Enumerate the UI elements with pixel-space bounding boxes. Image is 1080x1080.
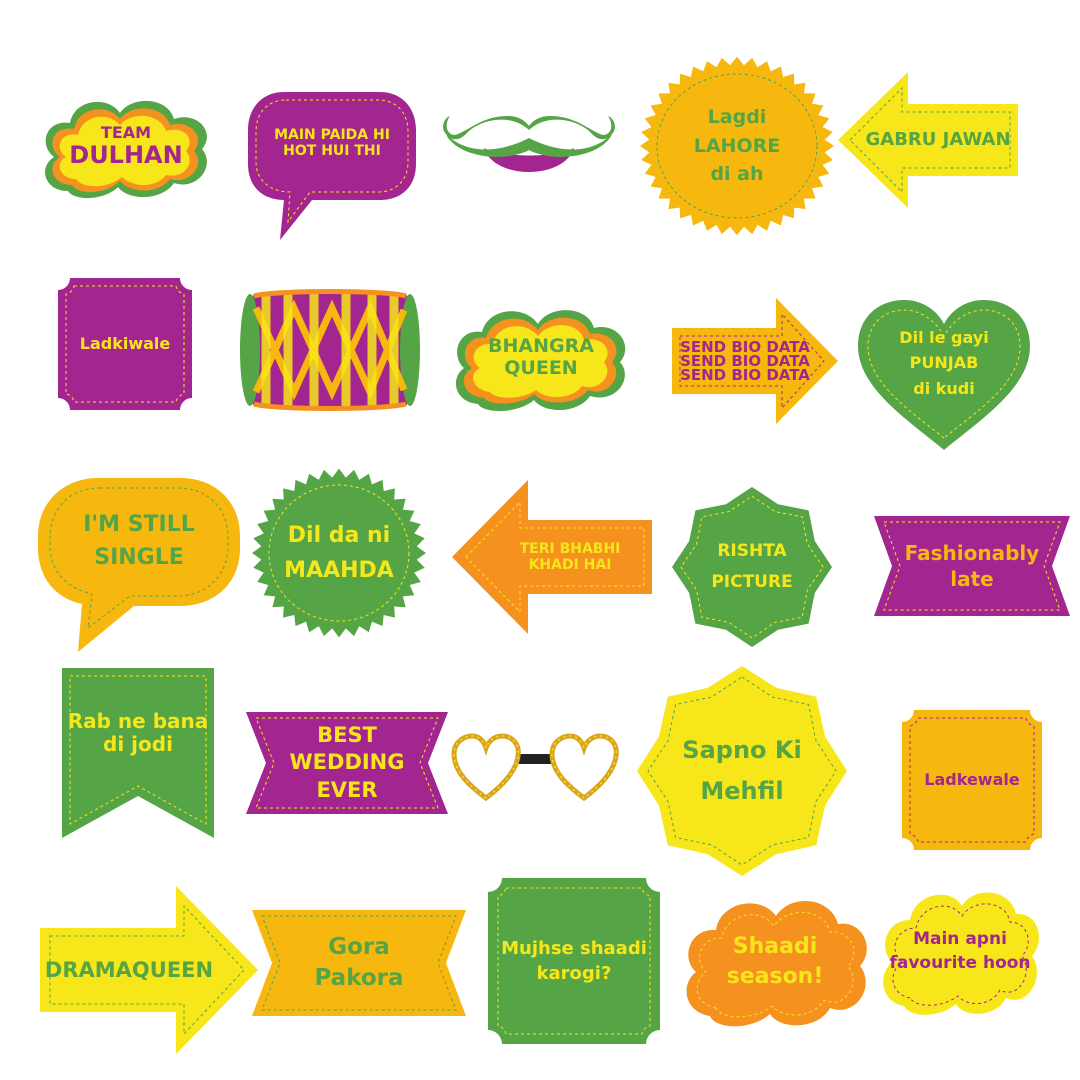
prop-line: Mehfil	[700, 777, 784, 805]
prop-line: SEND BIO DATA	[680, 366, 810, 385]
fashionably-late-banner: Fashionably late	[874, 516, 1070, 616]
best-wedding-ever-banner: BEST WEDDING EVER	[246, 712, 448, 814]
prop-line: GABRU JAWAN	[865, 128, 1011, 150]
prop-line: BHANGRA	[488, 335, 594, 358]
prop-line: DULHAN	[69, 141, 183, 170]
prop-line: DRAMAQUEEN	[44, 957, 214, 982]
dil-da-ni-maahda-starburst: Dil da ni MAAHDA	[252, 468, 426, 638]
prop-line: SEND BIO DATA	[680, 337, 810, 356]
prop-line: WEDDING	[289, 750, 405, 775]
prop-line: TEAM	[100, 123, 152, 142]
prop-line: Shaadi	[732, 934, 818, 960]
gabru-jawan-arrow-left: GABRU JAWAN	[838, 72, 1020, 208]
prop-line: Rab ne bana	[67, 709, 209, 733]
prop-line: season!	[726, 964, 824, 989]
prop-line: Dil le gayi	[899, 327, 989, 347]
prop-line: HOT HUI THI	[283, 143, 381, 159]
prop-line: Fashionably	[904, 541, 1040, 565]
send-bio-data-arrow: SEND BIO DATA SEND BIO DATA SEND BIO DAT…	[672, 298, 838, 424]
mujhse-shaadi-ticket: Mujhse shaadi karogi?	[488, 878, 660, 1044]
prop-line: Dil da ni	[287, 522, 391, 548]
prop-line: TERI BHABHI	[519, 540, 621, 557]
prop-line: I'M STILL	[83, 512, 195, 537]
prop-line: SINGLE	[94, 545, 184, 570]
prop-line: LAHORE	[693, 134, 781, 157]
prop-line: Mujhse shaadi	[501, 937, 647, 959]
prop-line: Ladkewale	[924, 769, 1020, 789]
prop-line: MAIN PAIDA HI	[274, 126, 390, 143]
prop-line: Lagdi	[707, 106, 767, 129]
ladkewale-ticket: Ladkewale	[902, 710, 1042, 850]
prop-line: Gora	[328, 933, 390, 960]
gora-pakora-banner: Gora Pakora	[252, 910, 466, 1016]
main-apni-favourite-cloud: Main apni favourite hoon	[878, 884, 1042, 1020]
sapno-ki-mehfil-octagon: Sapno Ki Mehfil	[637, 666, 847, 876]
prop-line: late	[950, 567, 994, 591]
prop-line: SEND BIO DATA	[680, 351, 810, 370]
prop-line: di jodi	[103, 732, 173, 756]
prop-line: QUEEN	[504, 357, 578, 379]
bhangra-queen-cloud: BHANGRA QUEEN	[450, 302, 632, 414]
shaadi-season-cloud: Shaadi season!	[680, 894, 870, 1030]
main-paida-speech-bubble: MAIN PAIDA HI HOT HUI THI	[244, 88, 420, 240]
prop-line: KHADI HAI	[528, 557, 612, 573]
prop-line: BEST	[317, 723, 377, 748]
prop-line: MAAHDA	[284, 558, 394, 583]
dramaqueen-arrow: DRAMAQUEEN	[40, 886, 258, 1054]
ladkiwale-ticket: Ladkiwale	[58, 278, 192, 410]
prop-line: PUNJAB	[909, 353, 979, 373]
prop-line: Main apni	[913, 929, 1007, 950]
lagdi-lahore-starburst: Lagdi LAHORE di ah	[640, 56, 834, 236]
prop-line: Ladkiwale	[79, 333, 171, 353]
teri-bhabhi-arrow-left: TERI BHABHI KHADI HAI	[452, 480, 652, 634]
prop-line: di ah	[710, 163, 764, 186]
prop-line: di kudi	[913, 378, 975, 398]
prop-line: favourite hoon	[889, 953, 1031, 973]
prop-line: Sapno Ki	[682, 736, 802, 765]
prop-line: RISHTA	[717, 541, 787, 562]
dil-le-gayi-heart: Dil le gayi PUNJAB di kudi	[858, 300, 1030, 450]
prop-line: PICTURE	[711, 572, 793, 592]
im-still-single-bubble: I'M STILL SINGLE	[38, 476, 240, 652]
prop-line: EVER	[316, 777, 378, 802]
dhol-drum-icon	[236, 288, 424, 412]
mustache-lips-icon	[438, 108, 620, 186]
team-dulhan-prop: TEAM DULHAN	[38, 93, 214, 201]
heart-glasses-icon	[450, 733, 620, 802]
prop-line: Pakora	[314, 965, 404, 991]
prop-line: karogi?	[536, 963, 612, 984]
rishta-picture-octagon: RISHTA PICTURE	[672, 487, 832, 647]
rab-ne-bana-flag: Rab ne bana di jodi	[62, 668, 214, 838]
